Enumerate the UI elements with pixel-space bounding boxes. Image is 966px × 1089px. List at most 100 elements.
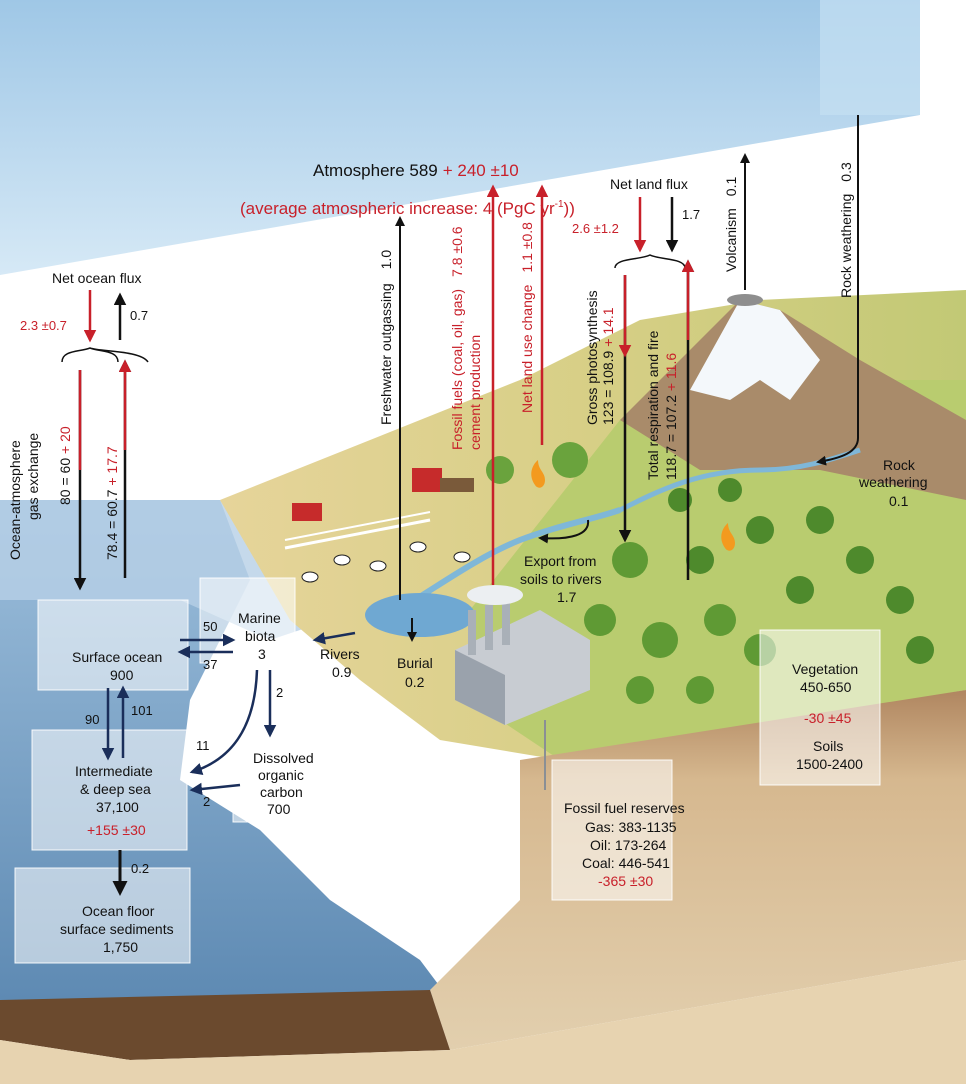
factory-illustration: [455, 585, 590, 790]
crater: [727, 294, 763, 306]
burial-label: Burial 0.2: [397, 655, 433, 690]
net-land-up-value: 1.7: [682, 207, 700, 222]
mountain-snow: [690, 300, 820, 400]
svg-text:Ocean-atmosphere: Ocean-atmosphere: [7, 440, 23, 560]
surface-to-deep-value: 90: [85, 712, 99, 727]
deep-sea-label: Intermediate & deep sea 37,100 +155 ±30: [75, 763, 153, 838]
land-flux-brace: [614, 254, 686, 269]
fire-icon: [531, 460, 735, 551]
ocean-down-flux-value: 80 = 60 + 20: [57, 426, 73, 505]
rivers-arrow: [312, 631, 356, 645]
svg-text:Ocean floor: Ocean floor: [82, 903, 155, 919]
svg-text:surface sediments: surface sediments: [60, 921, 174, 937]
gross-photosynthesis-label: Gross photosynthesis: [584, 290, 600, 425]
svg-text:gas exchange: gas exchange: [25, 433, 41, 520]
fossil-reserves-label: Fossil fuel reserves Gas: 383-1135 Oil: …: [564, 800, 685, 889]
svg-text:450-650: 450-650: [800, 679, 852, 695]
ocean-exchange-label: Ocean-atmosphere gas exchange: [7, 433, 41, 560]
svg-text:Marine: Marine: [238, 610, 281, 626]
deep-to-surface-value: 101: [131, 703, 153, 718]
svg-text:700: 700: [267, 801, 291, 817]
land-use-change-label: Net land use change1.1 ±0.8: [519, 222, 535, 413]
volcanism-label: Volcanism0.1: [723, 177, 739, 272]
net-land-flux-label: Net land flux: [610, 176, 688, 192]
svg-text:Burial: Burial: [397, 655, 433, 671]
rock-weathering-ground-label: Rock weathering 0.1: [858, 457, 928, 509]
svg-text:soils to rivers: soils to rivers: [520, 571, 602, 587]
marine-biota-label: Marine biota 3: [238, 610, 281, 662]
ocean-floor-label: Ocean floor surface sediments 1,750: [60, 903, 174, 955]
rivers-label: Rivers 0.9: [320, 646, 360, 680]
mountain: [620, 300, 966, 500]
svg-text:Soils: Soils: [813, 738, 843, 754]
ocean-flux-brace: [61, 347, 149, 363]
ocean-up-flux-value: 78.4 = 60.7 + 17.7: [104, 446, 120, 560]
freshwater-outgassing-label: Freshwater outgassing1.0: [378, 250, 394, 425]
net-ocean-up-value: 0.7: [130, 308, 148, 323]
svg-text:0.1: 0.1: [889, 493, 909, 509]
svg-text:-30 ±45: -30 ±45: [804, 710, 852, 726]
svg-text:37,100: 37,100: [96, 799, 139, 815]
lake: [365, 593, 475, 637]
svg-text:Oil: 173-264: Oil: 173-264: [590, 837, 666, 853]
svg-text:& deep sea: & deep sea: [80, 781, 151, 797]
svg-text:weathering: weathering: [858, 474, 928, 490]
svg-text:+155 ±30: +155 ±30: [87, 822, 146, 838]
seafloor-edge: [0, 990, 450, 1060]
svg-text:1500-2400: 1500-2400: [796, 756, 863, 772]
fossil-fuel-label: Fossil fuels (coal, oil, gas)7.8 ±0.6 ce…: [449, 226, 483, 450]
atmosphere-slab: [0, 0, 920, 275]
svg-text:1.7: 1.7: [557, 589, 577, 605]
svg-text:0.2: 0.2: [405, 674, 425, 690]
ocean-reservoir-boxes: [14, 577, 881, 964]
svg-text:Coal: 446-541: Coal: 446-541: [582, 855, 670, 871]
svg-text:Fossil fuels (coal, oil, gas)7: Fossil fuels (coal, oil, gas)7.8 ±0.6: [449, 226, 465, 450]
doc-to-deep-value: 2: [203, 794, 210, 809]
svg-text:organic: organic: [258, 767, 304, 783]
biota-to-doc-value: 2: [276, 685, 283, 700]
doc-to-deep-arrow: [189, 782, 241, 796]
atmosphere-increase-note: (average atmospheric increase: 4 (PgC yr…: [240, 199, 575, 218]
respiration-label: Total respiration and fire: [645, 330, 661, 480]
svg-text:Gas: 383-1135: Gas: 383-1135: [585, 819, 677, 835]
export-label: Export from soils to rivers 1.7: [520, 553, 602, 605]
svg-text:1,750: 1,750: [103, 939, 138, 955]
biota-to-deep-arrow: [189, 669, 259, 775]
biota-to-surface-value: 37: [203, 657, 217, 672]
rock-weathering-top-label: Rock weathering0.3: [838, 162, 854, 298]
surface-ocean-label: Surface ocean 900: [72, 649, 162, 683]
farm-illustration: [284, 468, 474, 583]
svg-text:Fossil fuel reserves: Fossil fuel reserves: [564, 800, 685, 816]
gross-photosynthesis-value: 123 = 108.9 + 14.1: [600, 307, 616, 425]
net-land-down-value: 2.6 ±1.2: [572, 221, 619, 236]
net-ocean-down-value: 2.3 ±0.7: [20, 318, 67, 333]
rock-weathering-arrow: [816, 115, 859, 466]
net-ocean-flux-label: Net ocean flux: [52, 270, 142, 286]
svg-text:Vegetation: Vegetation: [792, 661, 858, 677]
svg-text:cement production: cement production: [467, 335, 483, 450]
svg-text:900: 900: [110, 667, 134, 683]
atmosphere-slab-side: [820, 0, 920, 115]
svg-text:Surface ocean: Surface ocean: [72, 649, 162, 665]
svg-text:carbon: carbon: [260, 784, 303, 800]
svg-text:3: 3: [258, 646, 266, 662]
ground-base: [0, 960, 966, 1084]
svg-text:-365 ±30: -365 ±30: [598, 873, 653, 889]
respiration-value: 118.7 = 107.2 + 11.6: [663, 353, 679, 480]
sediment-flux-value: 0.2: [131, 861, 149, 876]
svg-text:biota: biota: [245, 628, 276, 644]
vegetation-label: Vegetation 450-650 -30 ±45 Soils 1500-24…: [792, 661, 863, 772]
svg-text:Export from: Export from: [524, 553, 596, 569]
svg-text:Intermediate: Intermediate: [75, 763, 153, 779]
svg-text:Rock: Rock: [883, 457, 916, 473]
svg-text:0.9: 0.9: [332, 664, 352, 680]
export-arrow: [538, 519, 590, 544]
svg-text:Dissolved: Dissolved: [253, 750, 314, 766]
atmosphere-title: Atmosphere 589+ 240 ±10: [313, 161, 519, 180]
doc-label: Dissolved organic carbon 700: [253, 750, 314, 817]
svg-text:Rivers: Rivers: [320, 646, 360, 662]
biota-to-deep-value: 11: [196, 738, 210, 753]
